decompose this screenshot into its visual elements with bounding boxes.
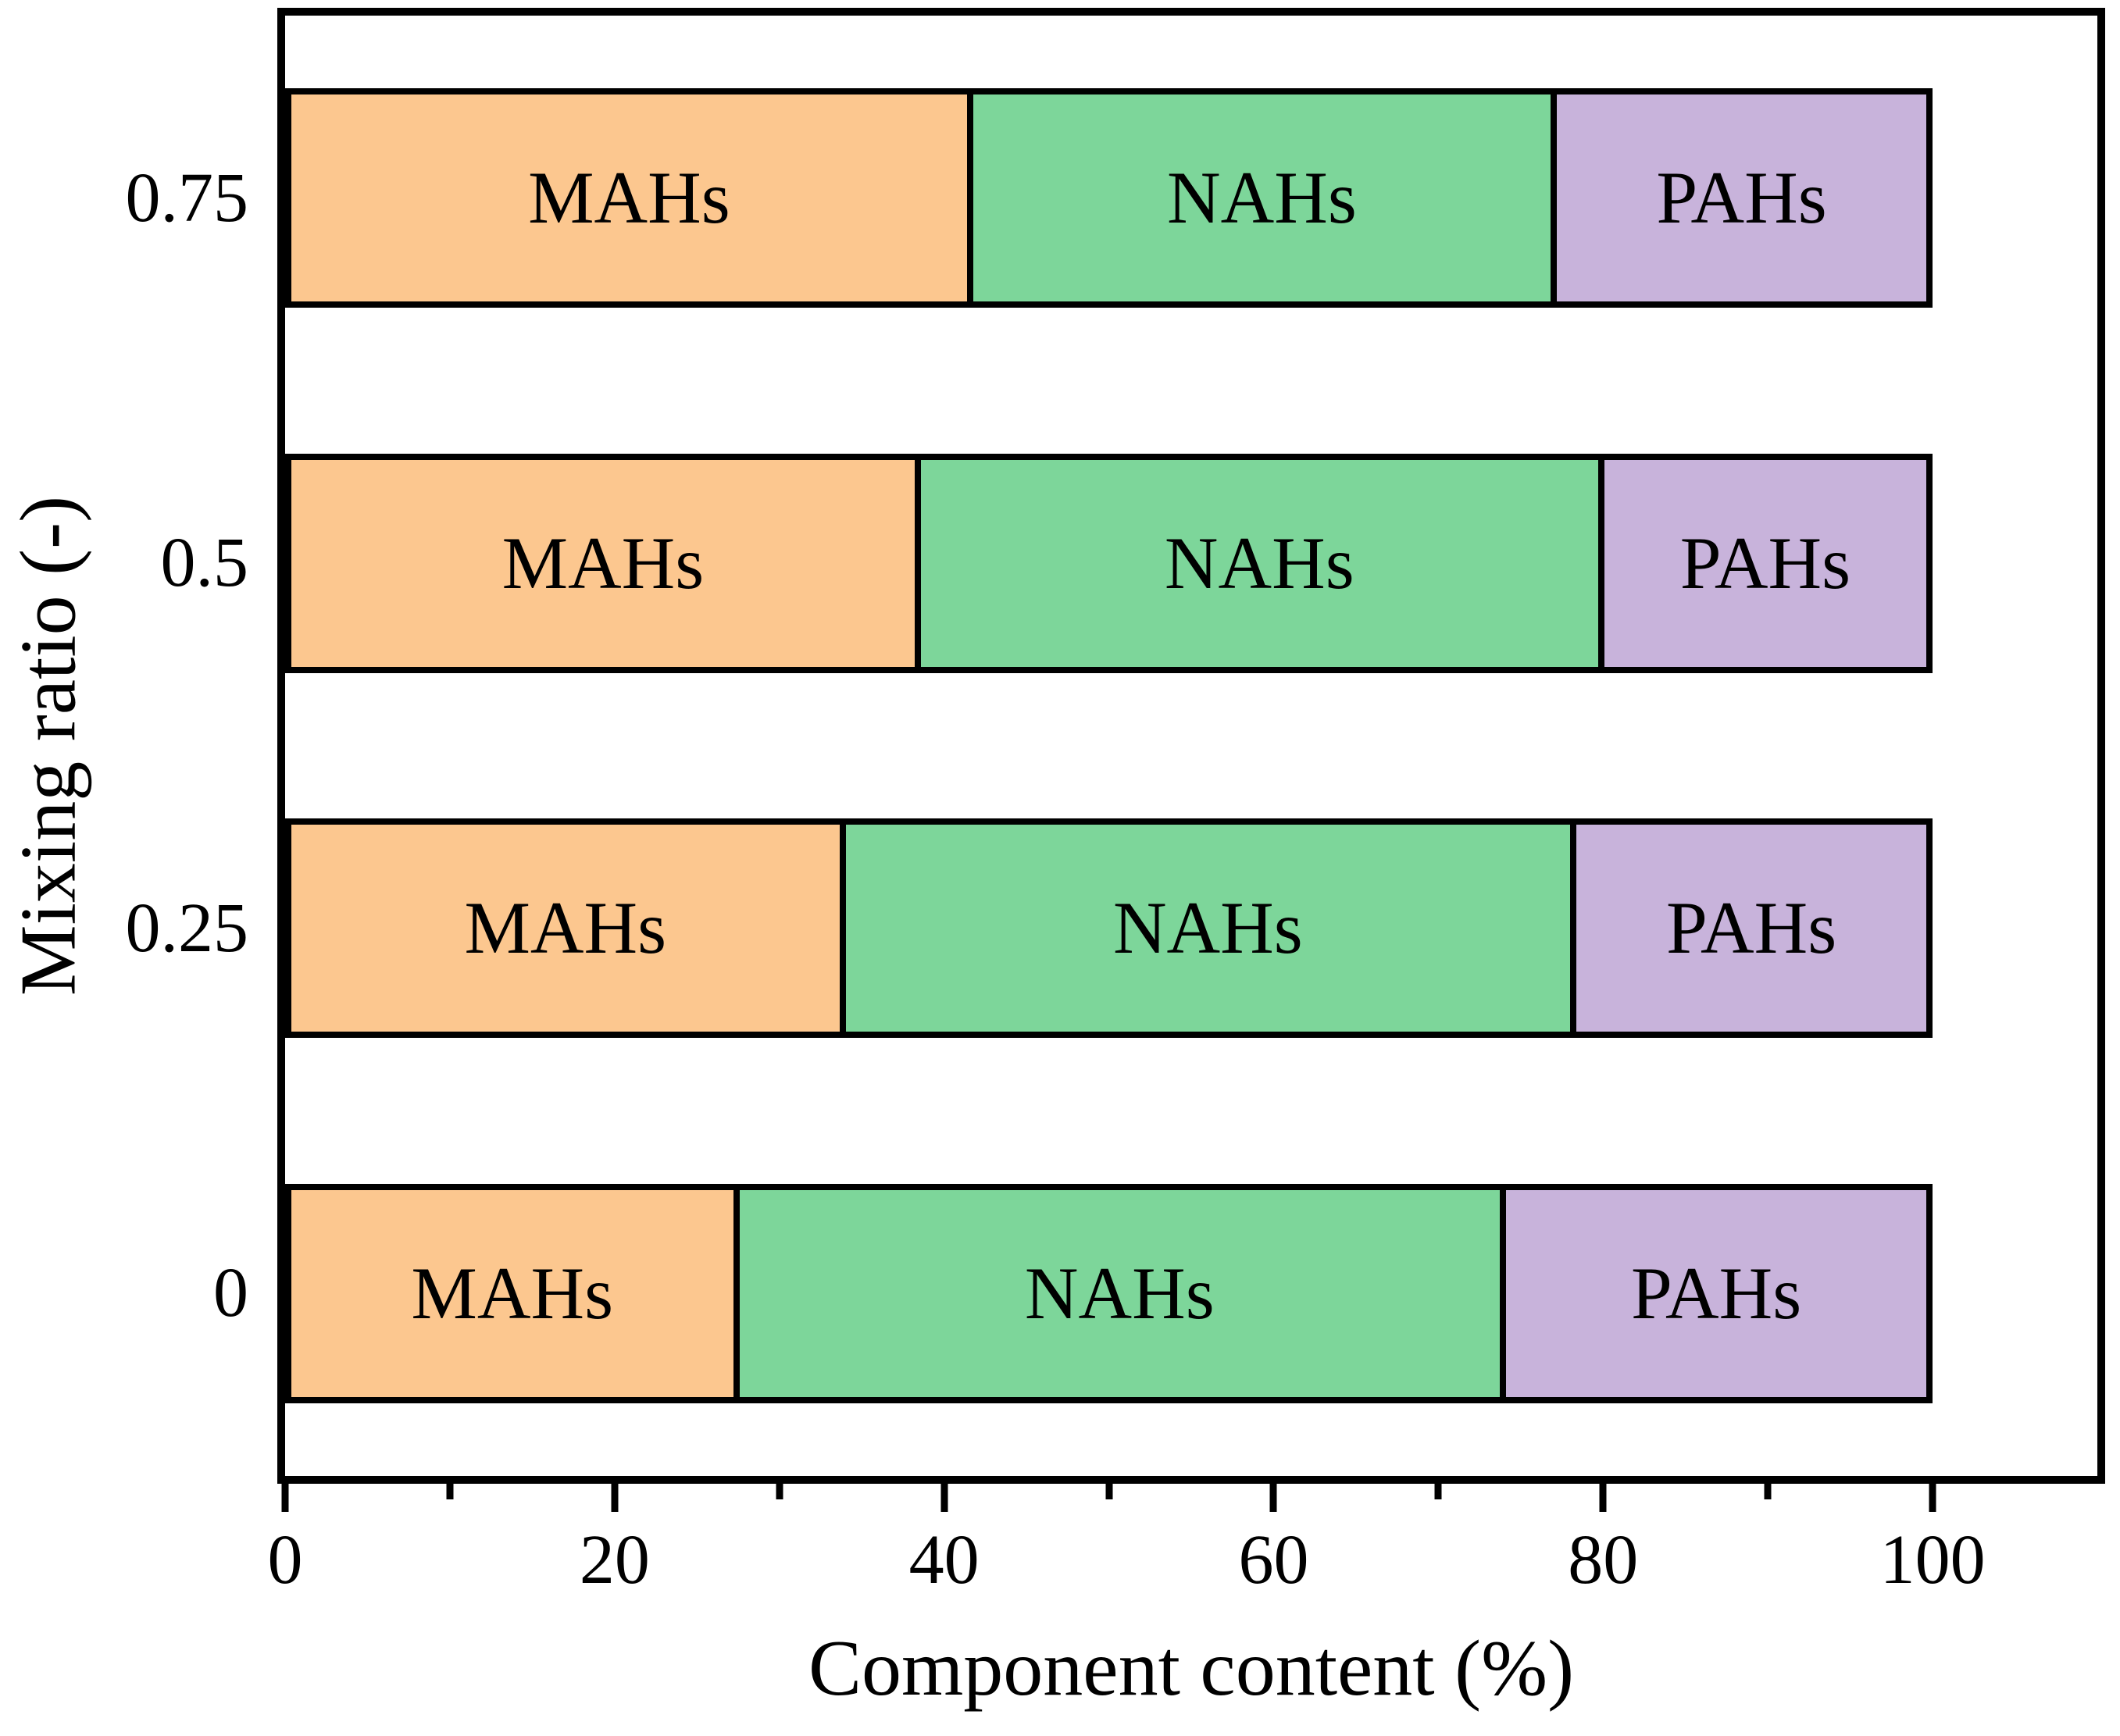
x-major-tick-60 xyxy=(1269,1484,1277,1512)
segment-label-mahs: MAHs xyxy=(501,521,705,604)
segment-label-pahs: PAHs xyxy=(1665,886,1837,970)
bar-segment-nahs-0.25: NAHs xyxy=(845,825,1577,1032)
y-tick-label-0: 0 xyxy=(213,1254,248,1332)
bar-row-0.75: MAHs NAHs PAHs xyxy=(285,88,1933,308)
x-tick-label-60: 60 xyxy=(1238,1521,1309,1599)
x-minor-tick-50 xyxy=(1105,1484,1113,1499)
bar-segment-nahs-0.5: NAHs xyxy=(920,459,1604,667)
segment-label-pahs: PAHs xyxy=(1630,1251,1802,1335)
segment-label-nahs: NAHs xyxy=(1167,156,1357,240)
bar-row-0: MAHs NAHs PAHs xyxy=(285,1183,1933,1403)
x-axis-ticks xyxy=(281,1484,2097,1518)
segment-label-mahs: MAHs xyxy=(411,1251,614,1335)
segment-label-pahs: PAHs xyxy=(1679,521,1851,604)
segment-label-mahs: MAHs xyxy=(528,156,730,240)
bar-row-0.5: MAHs NAHs PAHs xyxy=(285,453,1933,673)
x-tick-label-80: 80 xyxy=(1568,1521,1639,1599)
bar-segment-pahs-0: PAHs xyxy=(1506,1189,1927,1397)
x-axis-title: Component content (%) xyxy=(808,1624,1575,1713)
y-tick-label-0.75: 0.75 xyxy=(125,159,249,237)
bar-row-0.25: MAHs NAHs PAHs xyxy=(285,818,1933,1039)
bar-segment-pahs-0.75: PAHs xyxy=(1557,94,1927,302)
x-major-tick-0 xyxy=(281,1484,289,1512)
bar-segment-mahs-0.5: MAHs xyxy=(291,459,921,667)
x-tick-label-0: 0 xyxy=(267,1521,303,1599)
segment-label-pahs: PAHs xyxy=(1656,156,1827,240)
x-tick-label-40: 40 xyxy=(908,1521,980,1599)
y-tick-label-0.25: 0.25 xyxy=(125,889,249,967)
x-tick-labels: 0 20 40 60 80 100 xyxy=(268,1520,2097,1613)
x-minor-tick-90 xyxy=(1764,1484,1772,1499)
x-tick-label-100: 100 xyxy=(1879,1521,1986,1599)
bar-segment-mahs-0.25: MAHs xyxy=(291,825,846,1032)
x-major-tick-20 xyxy=(611,1484,619,1512)
bar-segment-pahs-0.25: PAHs xyxy=(1576,825,1927,1032)
bar-segment-nahs-0: NAHs xyxy=(739,1189,1507,1397)
x-major-tick-40 xyxy=(940,1484,948,1512)
x-major-tick-100 xyxy=(1929,1484,1936,1512)
bar-segment-nahs-0.75: NAHs xyxy=(973,94,1558,302)
x-minor-tick-30 xyxy=(776,1484,783,1499)
y-tick-label-0.5: 0.5 xyxy=(160,524,249,602)
segment-label-nahs: NAHs xyxy=(1112,886,1303,970)
segment-label-nahs: NAHs xyxy=(1024,1251,1215,1335)
x-major-tick-80 xyxy=(1599,1484,1607,1512)
x-minor-tick-70 xyxy=(1434,1484,1442,1499)
bar-segment-pahs-0.5: PAHs xyxy=(1604,459,1927,667)
x-minor-tick-10 xyxy=(446,1484,454,1499)
x-tick-label-20: 20 xyxy=(579,1521,650,1599)
segment-label-mahs: MAHs xyxy=(464,886,667,970)
bar-segment-mahs-0: MAHs xyxy=(291,1189,740,1397)
bar-segment-mahs-0.75: MAHs xyxy=(291,94,973,302)
segment-label-nahs: NAHs xyxy=(1164,521,1354,604)
